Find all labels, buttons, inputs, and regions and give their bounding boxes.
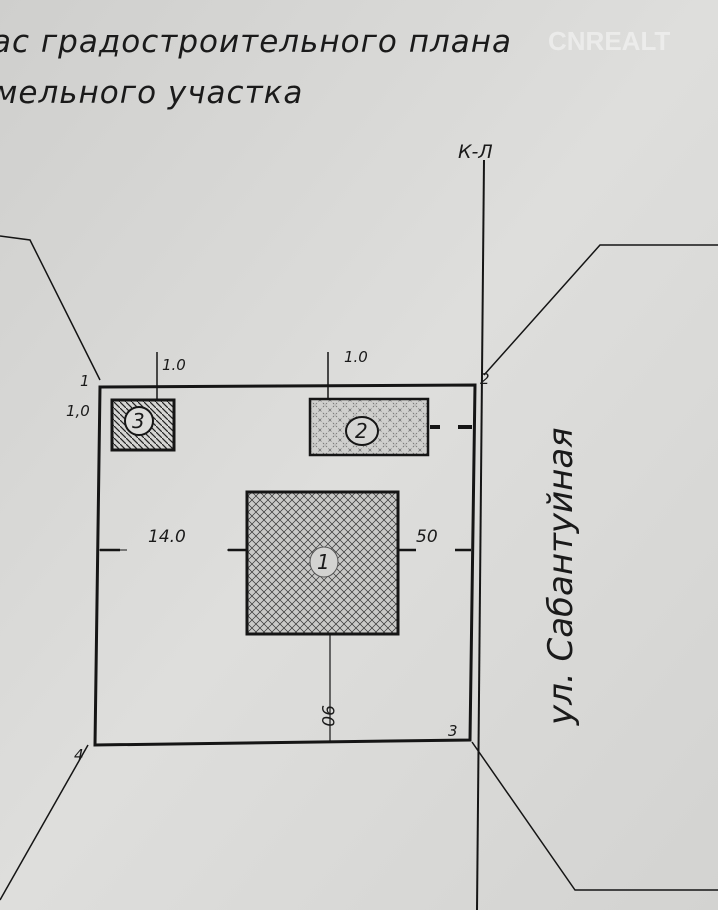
- red-line: [476, 159, 485, 910]
- building-1-number: 1: [317, 550, 330, 574]
- dimension-b1-right: 50: [416, 527, 438, 547]
- neighbor-plot-se: [471, 741, 718, 891]
- plot-boundary: [93, 383, 477, 747]
- building-2: 2: [308, 397, 430, 457]
- neighbor-plot-nw: [0, 235, 101, 381]
- building-1: 1: [245, 490, 400, 636]
- watermark-logo: CNREALT: [548, 26, 670, 56]
- building-3-number: 3: [132, 409, 145, 433]
- corner-point-2: 2: [480, 370, 490, 388]
- neighbor-plot-sw: [0, 744, 89, 901]
- dimension-b3-top: 1.0: [162, 356, 186, 374]
- corner-point-3: 3: [448, 722, 458, 740]
- dimension-b2-top: 1.0: [344, 348, 368, 366]
- title-line-2: мельного участка: [0, 75, 303, 111]
- corner-point-4: 4: [74, 746, 84, 764]
- dimension-b3-left: 1,0: [66, 402, 90, 420]
- title-line-1: ас градостроительного плана: [0, 24, 512, 60]
- corner-point-1: 1: [80, 372, 90, 390]
- dimension-b1-left: 14.0: [148, 527, 186, 547]
- building-2-number: 2: [355, 419, 368, 443]
- dimension-b1-bottom: 90: [317, 705, 337, 727]
- street-label: ул. Сабантуйная: [541, 427, 581, 726]
- building-3: 3: [110, 398, 176, 452]
- neighbor-plot-ne: [483, 244, 718, 376]
- red-line-label: К-Л: [458, 141, 493, 163]
